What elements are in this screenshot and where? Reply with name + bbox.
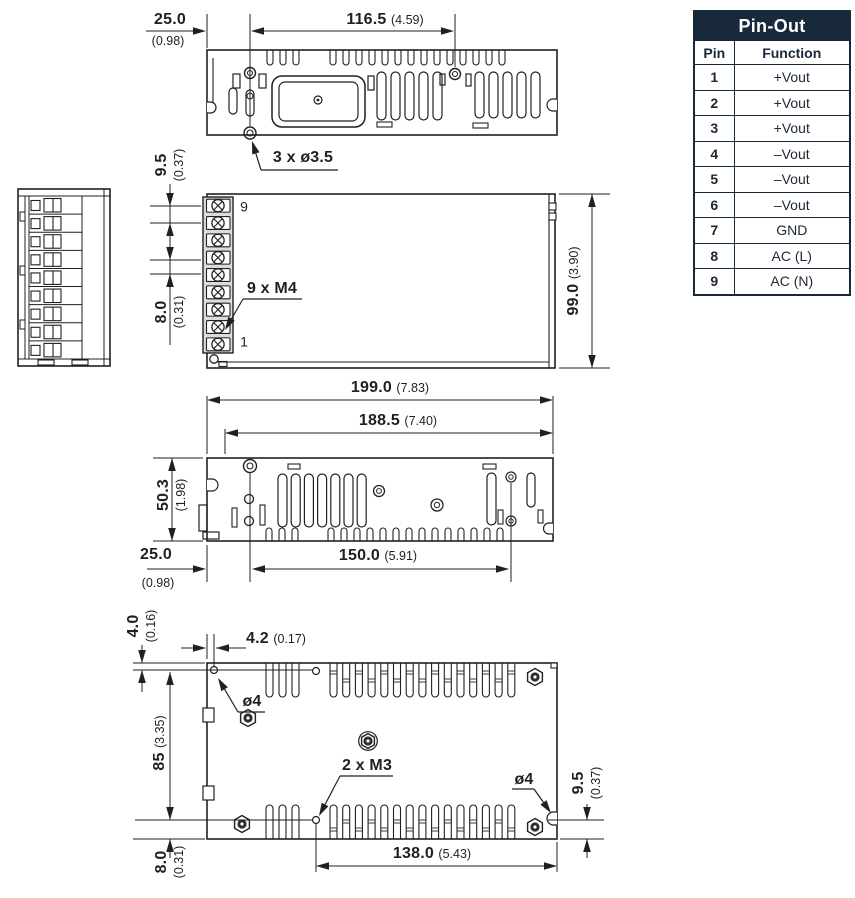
dim-138-bottom: 138.0 (5.43) [392, 845, 472, 862]
dim-42-bottom: 4.2 (0.17) [246, 630, 306, 647]
terminal-number-9: 9 [240, 198, 248, 215]
pin-number: 5 [693, 166, 735, 193]
dim-116-top: 116.5 (4.59) [346, 11, 424, 28]
pin-number: 1 [693, 64, 735, 91]
pinout-row: 4–Vout [693, 140, 851, 167]
dim-8-bottom: 8.0(0.31) [153, 845, 187, 879]
pinout-row: 6–Vout [693, 191, 851, 218]
pin-function: GND [733, 217, 851, 244]
dim-25-top-inch: (0.98) [151, 34, 185, 48]
dim-85-bottom: 85 (3.35) [151, 715, 168, 771]
dim-25-side-inch: (0.98) [141, 576, 175, 590]
pinout-row: 3+Vout [693, 115, 851, 142]
dim-188-side: 188.5 (7.40) [358, 412, 438, 429]
pin-function: AC (N) [733, 268, 851, 295]
dim-8-front: 8.0(0.31) [153, 295, 187, 329]
pin-function: –Vout [733, 140, 851, 167]
dim-4-bottom: 4.0(0.16) [125, 609, 159, 643]
dim-50-side: 50.3(1.98) [155, 478, 189, 512]
top-view-dimensions [146, 14, 456, 171]
pinout-row: 1+Vout [693, 64, 851, 91]
dim-99-front: 99.0 (3.90) [565, 246, 582, 316]
pin-function: –Vout [733, 191, 851, 218]
pinout-title: Pin-Out [693, 10, 851, 41]
terminal-number-1: 1 [240, 333, 248, 350]
front-view-dimensions [150, 184, 610, 369]
dim-95-bottom: 9.5(0.37) [570, 766, 604, 800]
side-view-dimensions [147, 396, 554, 582]
bottom-view-drawing [202, 662, 558, 840]
pin-function: +Vout [733, 115, 851, 142]
end-view-drawing [17, 188, 111, 367]
pin-function: –Vout [733, 166, 851, 193]
label-hole-dia4-right: ø4 [514, 771, 534, 788]
pinout-row: 5–Vout [693, 166, 851, 193]
pinout-col-pin: Pin [693, 40, 735, 65]
pin-number: 7 [693, 217, 735, 244]
label-holes-3xd35: 3 x ø3.5 [272, 149, 334, 166]
pin-function: +Vout [733, 89, 851, 116]
dim-25-top: 25.0 [154, 11, 186, 28]
top-view-drawing [206, 49, 558, 140]
pin-function: AC (L) [733, 242, 851, 269]
dim-150-side: 150.0 (5.91) [338, 547, 418, 564]
pin-number: 8 [693, 242, 735, 269]
dim-95-front: 9.5(0.37) [153, 148, 187, 182]
dim-199-side: 199.0 (7.83) [350, 379, 430, 396]
label-screws-2xM3: 2 x M3 [341, 757, 393, 774]
dim-25-side: 25.0 [140, 546, 172, 563]
pin-number: 4 [693, 140, 735, 167]
pinout-row: 2+Vout [693, 89, 851, 116]
pinout-table: Pin-Out Pin Function 1+Vout 2+Vout 3+Vou… [693, 10, 851, 296]
pin-number: 9 [693, 268, 735, 295]
pin-function: +Vout [733, 64, 851, 91]
side-view-drawing [198, 457, 554, 542]
label-hole-dia4-left: ø4 [242, 693, 262, 710]
pin-number: 3 [693, 115, 735, 142]
bottom-view-dimensions [133, 634, 604, 872]
pin-number: 6 [693, 191, 735, 218]
pin-number: 2 [693, 89, 735, 116]
label-screws-9xM4: 9 x M4 [246, 280, 298, 297]
pinout-col-function: Function [733, 40, 851, 65]
